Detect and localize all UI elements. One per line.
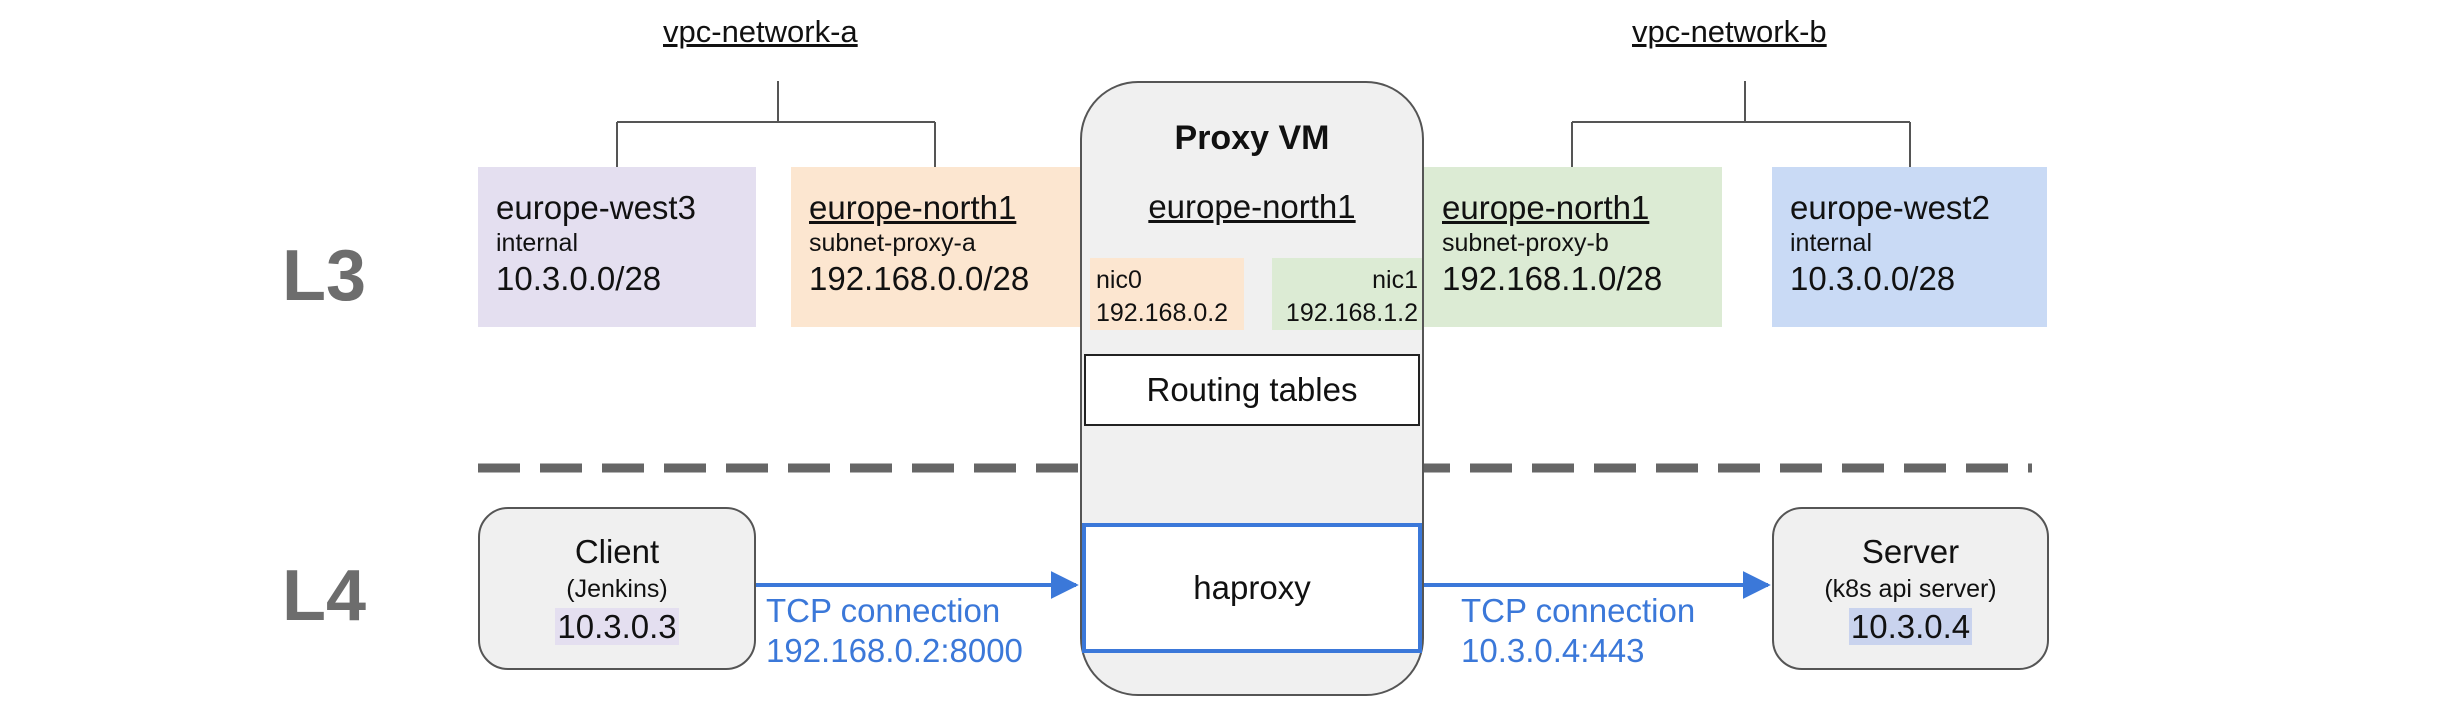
- nic0-box: nic0 192.168.0.2: [1090, 258, 1244, 330]
- client-ip: 10.3.0.3: [555, 608, 679, 645]
- proxy-vm-title: Proxy VM: [1174, 119, 1330, 157]
- server-title: Server: [1861, 533, 1960, 570]
- subnet-europe-west3: europe-west3 internal 10.3.0.0/28: [478, 167, 756, 327]
- nic0-ip: 192.168.0.2: [1096, 299, 1229, 327]
- client-title: Client: [574, 533, 660, 570]
- subnet-name: subnet-proxy-a: [809, 229, 976, 257]
- haproxy-box: haproxy: [1082, 523, 1422, 653]
- nic1-name: nic1: [1372, 266, 1418, 294]
- subnet-cidr: 192.168.0.0/28: [809, 260, 1030, 297]
- connection-label-2: TCP connection: [1461, 592, 1696, 629]
- server-ip: 10.3.0.4: [1848, 608, 1973, 645]
- nic0-name: nic0: [1096, 266, 1142, 294]
- subnet-region: europe-west3: [496, 189, 696, 226]
- server-node: Server (k8s api server) 10.3.0.4: [1772, 507, 2049, 670]
- connection-label-1: TCP connection: [766, 592, 1001, 629]
- subnet-cidr: 10.3.0.0/28: [496, 260, 662, 297]
- proxy-vm-region: europe-north1: [1148, 188, 1356, 225]
- subnet-region: europe-north1: [1442, 189, 1650, 226]
- connection-target-1: 192.168.0.2:8000: [766, 632, 1023, 669]
- client-node: Client (Jenkins) 10.3.0.3: [478, 507, 756, 670]
- nic1-box: nic1 192.168.1.2: [1272, 258, 1422, 330]
- proxy-vm: Proxy VM europe-north1 nic0 192.168.0.2 …: [1080, 81, 1424, 696]
- client-subtitle: (Jenkins): [566, 575, 668, 603]
- network-label-b: vpc-network-b: [1632, 14, 1827, 49]
- subnet-name: subnet-proxy-b: [1442, 229, 1609, 257]
- server-subtitle: (k8s api server): [1824, 575, 1997, 603]
- subnet-europe-west2: europe-west2 internal 10.3.0.0/28: [1772, 167, 2047, 327]
- subnet-region: europe-west2: [1790, 189, 1990, 226]
- subnet-proxy-b: europe-north1 subnet-proxy-b 192.168.1.0…: [1424, 167, 1722, 327]
- subnet-region: europe-north1: [809, 189, 1017, 226]
- routing-tables: Routing tables: [1084, 354, 1420, 426]
- connection-target-2: 10.3.0.4:443: [1461, 632, 1645, 669]
- subnet-name: internal: [1790, 229, 1872, 257]
- subnet-name: internal: [496, 229, 578, 257]
- layer-label-l3: L3: [282, 236, 367, 316]
- subnet-cidr: 192.168.1.0/28: [1442, 260, 1663, 297]
- network-label-a: vpc-network-a: [663, 14, 858, 49]
- subnet-cidr: 10.3.0.0/28: [1790, 260, 1956, 297]
- nic1-ip: 192.168.1.2: [1285, 299, 1418, 327]
- layer-label-l4: L4: [282, 556, 367, 636]
- subnet-proxy-a: europe-north1 subnet-proxy-a 192.168.0.0…: [791, 167, 1080, 327]
